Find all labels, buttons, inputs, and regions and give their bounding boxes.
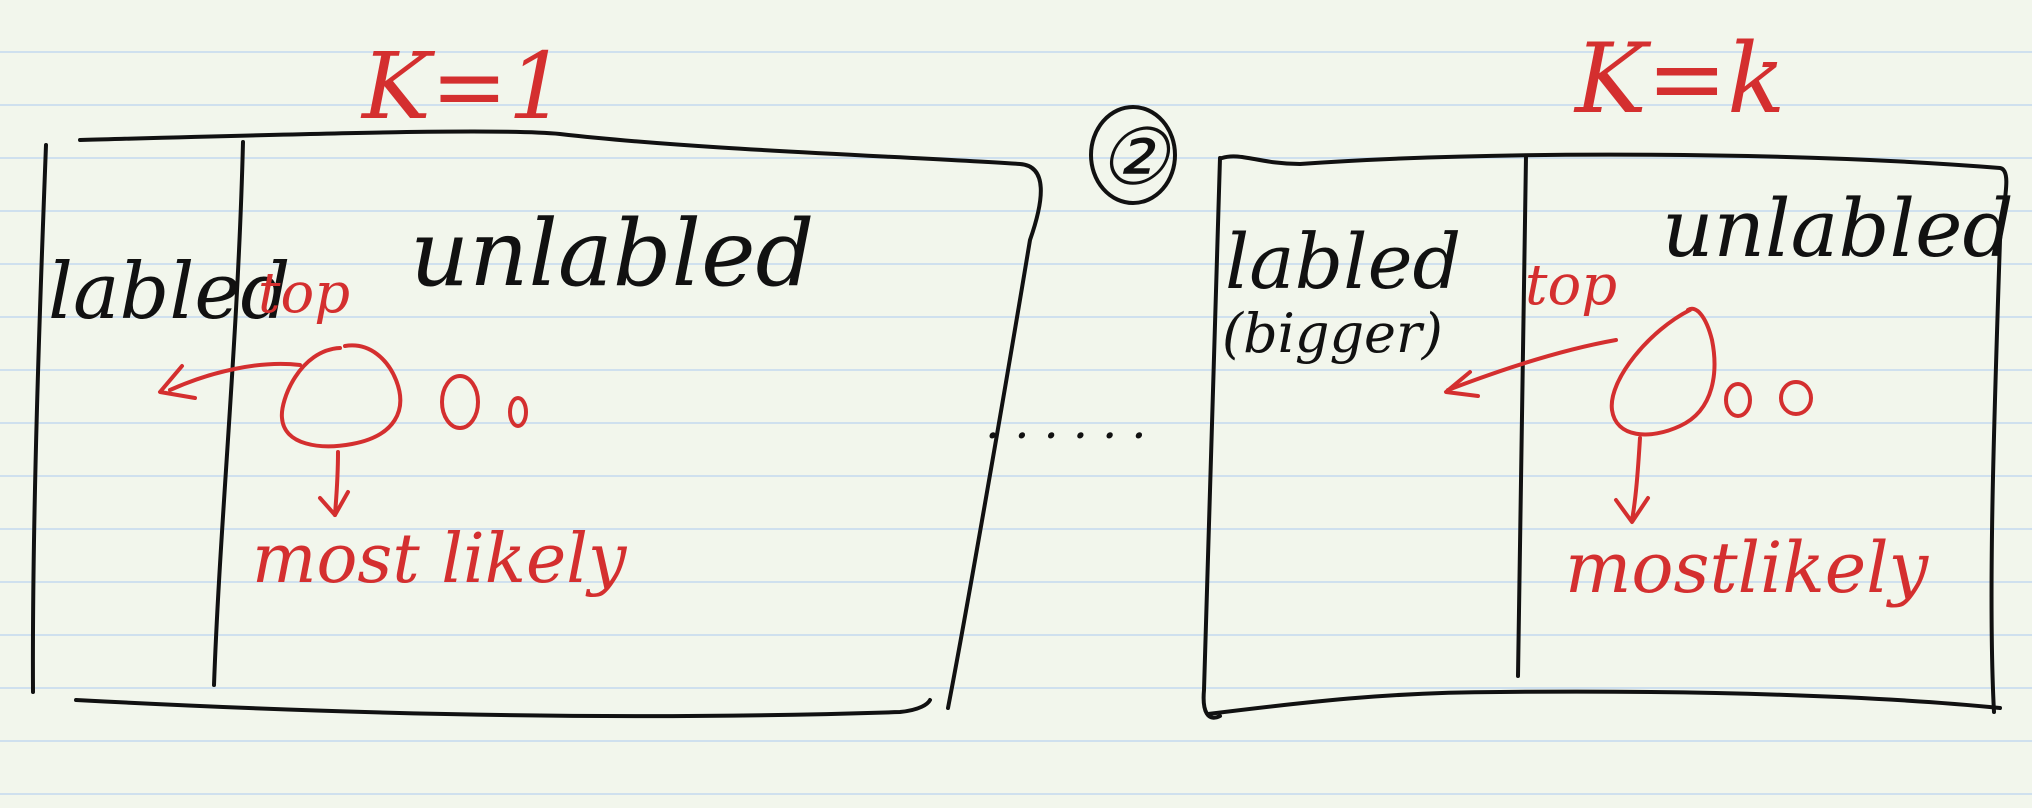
right-unlabeled-text: unlabled — [1662, 182, 2014, 275]
left-box-top-right-edge — [78, 129, 1043, 710]
right-arrow-down — [1630, 436, 1642, 522]
right-arrowhead-to-labeled — [1444, 370, 1480, 398]
left-divider — [212, 140, 245, 687]
left-arrowhead-to-labeled — [158, 364, 197, 400]
left-arrow-down — [333, 450, 340, 517]
left-panel: K=1 labled unlabled top most likely — [30, 33, 1043, 719]
right-box-left-edge — [1201, 156, 1222, 720]
right-focus-node — [1609, 306, 1717, 437]
right-k-label: K=k — [1573, 23, 1785, 135]
left-focus-node — [279, 343, 403, 449]
right-node-small — [1779, 380, 1813, 416]
left-node-small — [508, 396, 528, 428]
left-k-label: K=1 — [360, 33, 566, 140]
right-box-top-right-edge — [1220, 152, 2009, 714]
left-box-left-edge — [30, 143, 48, 694]
circled-number-frame — [1089, 105, 1177, 205]
right-labeled-subtext: (bigger) — [1222, 302, 1443, 365]
right-annotation-top: top — [1525, 253, 1617, 318]
left-annotation-bottom: most likely — [252, 520, 628, 599]
right-annotation-bottom: mostlikely — [1565, 527, 1930, 609]
left-node-medium — [440, 374, 480, 430]
right-divider — [1516, 154, 1528, 678]
right-arrowhead-down — [1614, 496, 1650, 524]
right-panel: K=k labled (bigger) unlabled top mostlik… — [1201, 23, 2014, 720]
middle: ② ...... — [985, 105, 1177, 450]
left-arrowhead-down — [318, 490, 350, 517]
left-unlabeled-text: unlabled — [410, 200, 814, 307]
left-annotation-top: top — [258, 261, 350, 326]
left-arrow-to-labeled — [168, 361, 302, 392]
circled-number: ② — [1098, 113, 1172, 203]
right-labeled-text: labled — [1225, 217, 1461, 306]
left-box-bottom-edge — [74, 698, 932, 719]
left-labeled-text: labled — [48, 247, 290, 337]
ellipsis-separator: ...... — [985, 394, 1161, 450]
right-node-medium — [1724, 382, 1752, 418]
right-arrow-to-labeled — [1446, 338, 1618, 392]
right-box-bottom-edge — [1206, 689, 2002, 716]
